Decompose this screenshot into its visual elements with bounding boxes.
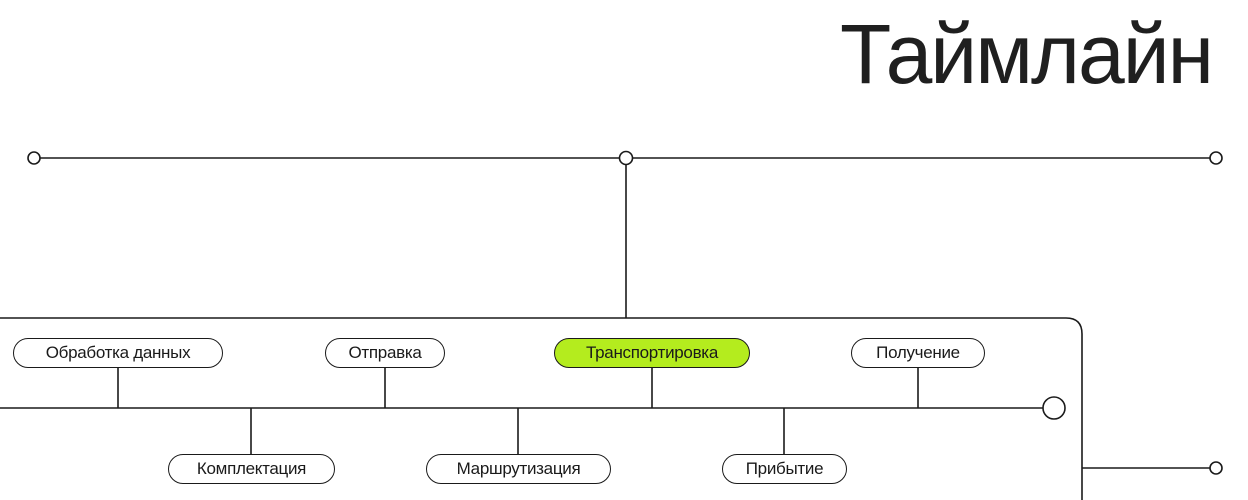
stage-axis-end-node bbox=[1042, 396, 1066, 420]
stage-otpravka[interactable]: Отправка bbox=[325, 338, 445, 368]
stage-komplektaciya[interactable]: Комплектация bbox=[168, 454, 335, 484]
stage-poluchenie[interactable]: Получение bbox=[851, 338, 985, 368]
frame-branch-node bbox=[1209, 461, 1223, 475]
page-title: Таймлайн bbox=[840, 7, 1214, 101]
stage-marshrutizaciya[interactable]: Маршрутизация bbox=[426, 454, 611, 484]
top-left-node bbox=[27, 151, 41, 165]
frame-outline bbox=[0, 317, 1083, 500]
top-right-node bbox=[1209, 151, 1223, 165]
stage-transportirovka[interactable]: Транспортировка bbox=[554, 338, 750, 368]
top-center-node bbox=[618, 150, 634, 166]
stage-obrabotka-dannyh[interactable]: Обработка данных bbox=[13, 338, 223, 368]
stage-pribytie[interactable]: Прибытие bbox=[722, 454, 847, 484]
